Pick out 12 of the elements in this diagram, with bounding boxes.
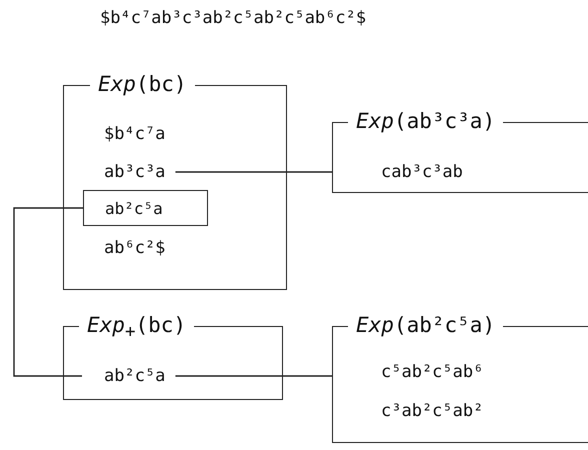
sequence-text: $b⁴c⁷a — [82, 117, 212, 151]
sequence-text: ab⁶c²$ — [82, 231, 212, 265]
connector-line — [175, 171, 332, 173]
title: $b⁴c⁷ab³c³ab²c⁵ab²c⁵ab⁶c²$ — [100, 8, 366, 28]
connector-line — [175, 375, 332, 377]
sequence-text: ab²c⁵a — [82, 359, 214, 393]
sequence-text: ab³c³a — [82, 155, 212, 189]
sequence-text: c³ab²c⁵ab² — [359, 394, 559, 428]
sequence-text: cab³c³ab — [359, 155, 559, 189]
highlighted-sequence: ab²c⁵a — [83, 190, 208, 226]
connector-line — [13, 207, 83, 377]
sequence-text: c⁵ab²c⁵ab⁶ — [359, 355, 559, 389]
